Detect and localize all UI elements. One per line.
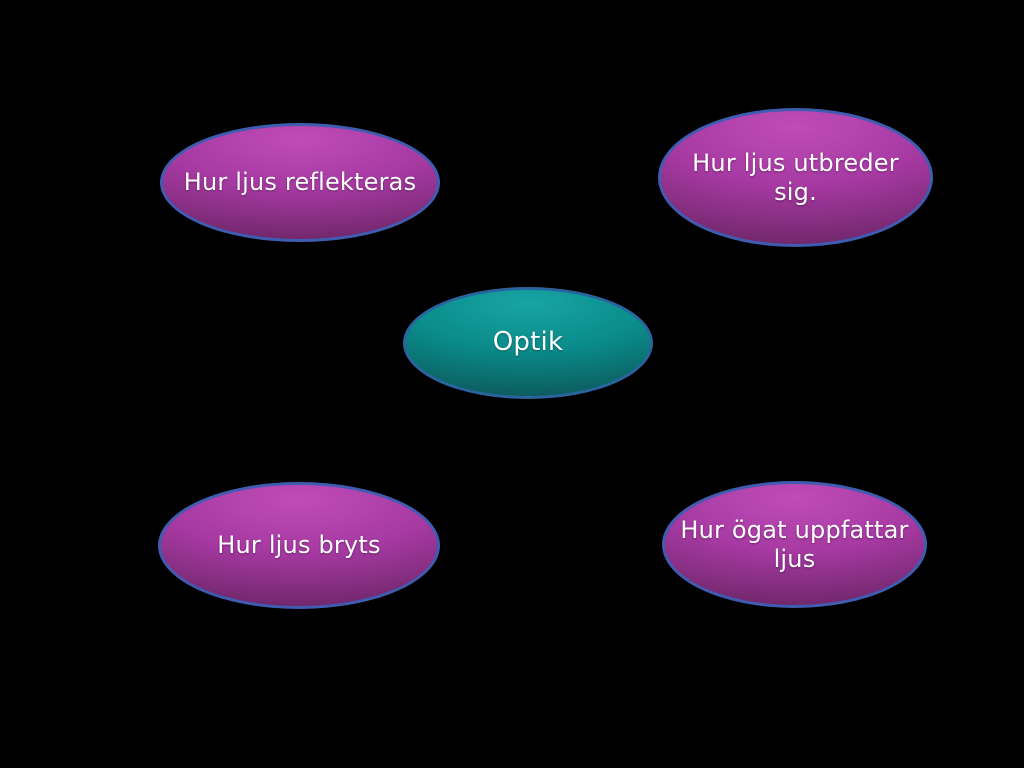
node-hur-ljus-reflekteras: Hur ljus reflekteras (160, 123, 440, 242)
node-label: Hur ögat uppfattar ljus (680, 515, 909, 573)
node-label: Hur ljus reflekteras (183, 168, 417, 197)
node-hur-ogat-uppfattar-ljus: Hur ögat uppfattar ljus (662, 481, 927, 608)
node-label: Optik (492, 327, 564, 358)
node-hur-ljus-bryts: Hur ljus bryts (158, 482, 440, 609)
node-label: Hur ljus bryts (217, 531, 381, 560)
node-optik: Optik (403, 287, 653, 399)
node-label: Hur ljus utbreder sig. (692, 148, 899, 206)
node-hur-ljus-utbreder-sig: Hur ljus utbreder sig. (658, 108, 933, 247)
